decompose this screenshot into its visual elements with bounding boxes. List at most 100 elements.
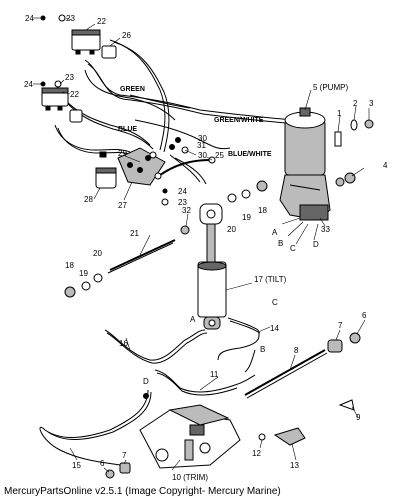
washer-29	[149, 151, 157, 159]
callout-31: 31	[197, 141, 206, 150]
nut-6-bottom	[105, 469, 115, 479]
callout-23a: 23	[66, 14, 75, 23]
trim-cylinder	[139, 404, 241, 469]
hose-b-line	[244, 349, 256, 373]
callout-16: 16	[119, 339, 128, 348]
wiring-harness	[54, 39, 298, 185]
ground-cable-25	[159, 159, 211, 176]
callout-24c: 24	[178, 187, 187, 196]
callout-9: 9	[356, 413, 361, 422]
screw-4	[335, 172, 356, 187]
screw-24-lower	[40, 81, 46, 87]
callout-20a: 20	[227, 225, 236, 234]
port-b-hose: B	[260, 345, 265, 354]
callout-11: 11	[210, 370, 219, 379]
relay-lower	[41, 87, 69, 111]
callout-6b: 6	[100, 459, 105, 468]
callout-30a: 30	[198, 134, 207, 143]
fitting-d	[143, 393, 149, 399]
wire-labels: GREEN BLUE GREEN/WHITE BLUE/WHITE	[118, 86, 272, 158]
nut-6-right	[349, 332, 361, 344]
plug-3	[364, 119, 374, 129]
callout-28: 28	[84, 195, 93, 204]
port-c-hose: C	[272, 298, 278, 307]
port-a-hose: A	[190, 315, 196, 324]
pin-32	[180, 225, 190, 235]
bracket-13	[273, 427, 306, 446]
callout-22b: 22	[70, 90, 79, 99]
circuit-breaker-28	[95, 167, 117, 189]
callout-20b: 20	[93, 249, 102, 258]
callout-10: 10 (TRIM)	[172, 473, 208, 482]
hose-14	[217, 317, 260, 361]
wire-label-blue-white: BLUE/WHITE	[228, 151, 272, 158]
screw-30b	[169, 144, 175, 150]
port-letters: A B C D A B C D	[143, 228, 319, 386]
port-d-pump: D	[313, 240, 319, 249]
washer-20-left	[93, 273, 103, 283]
callout-26: 26	[122, 31, 131, 40]
port-c-pump: C	[290, 244, 296, 253]
callout-23b: 23	[65, 73, 74, 82]
hose-11-b	[156, 372, 238, 396]
callout-23c: 23	[178, 198, 187, 207]
wire-label-green-white: GREEN/WHITE	[214, 117, 264, 124]
callout-18a: 18	[258, 206, 267, 215]
callout-12: 12	[252, 449, 261, 458]
tilt-pin-21	[107, 239, 176, 274]
relay-top	[71, 29, 101, 55]
nut-23-lower	[54, 80, 62, 88]
copyright-footer: MercuryPartsOnline v2.5.1 (Image Copyrig…	[4, 486, 281, 497]
callout-14: 14	[270, 324, 279, 333]
callout-24b: 24	[24, 80, 33, 89]
nut-18-left	[64, 286, 76, 298]
terminal-blue	[99, 151, 107, 158]
callout-24a: 24	[25, 14, 34, 23]
fitting-9	[338, 399, 355, 411]
screw-30a	[175, 137, 181, 143]
callout-15: 15	[72, 461, 81, 470]
connector-26	[101, 45, 117, 59]
callout-numbers: 24 23 22 26 24 23 22 5 (PUMP) 1 2 3 4 30…	[24, 14, 388, 482]
callout-32: 32	[182, 206, 191, 215]
leader-lines	[33, 17, 370, 473]
callout-27: 27	[118, 201, 127, 210]
callout-4: 4	[383, 161, 388, 170]
fitting-1	[334, 131, 342, 147]
callout-19a: 19	[242, 213, 251, 222]
tilt-cylinder	[197, 203, 227, 330]
callout-18b: 18	[65, 261, 74, 270]
callout-29: 29	[118, 149, 127, 158]
trim-rod-8	[244, 349, 328, 399]
callout-17: 17 (TILT)	[254, 275, 287, 284]
pump-ports	[281, 217, 319, 245]
nut-23-mid	[161, 198, 169, 206]
oring-2	[350, 119, 358, 131]
callout-21: 21	[130, 229, 139, 238]
callout-30b: 30	[198, 151, 207, 160]
port-b-pump: B	[278, 239, 283, 248]
callout-19b: 19	[79, 269, 88, 278]
washer-19-left	[81, 281, 91, 291]
connector-blue	[69, 109, 83, 123]
wire-label-blue: BLUE	[118, 126, 137, 133]
port-d-hose: D	[143, 377, 149, 386]
nut-23-top	[58, 14, 66, 22]
hose-15	[39, 389, 149, 466]
callout-1: 1	[337, 109, 342, 118]
callout-7b: 7	[122, 451, 127, 460]
screw-24-mid	[162, 188, 168, 194]
nut-18-pump	[256, 180, 268, 192]
callout-22a: 22	[97, 17, 106, 26]
hose-16	[104, 329, 206, 361]
wire-label-green: GREEN	[120, 86, 145, 93]
callout-3: 3	[369, 99, 374, 108]
port-a-pump: A	[272, 228, 278, 237]
bushing-7-bottom	[119, 462, 131, 474]
callout-13: 13	[290, 461, 299, 470]
callout-33: 33	[321, 225, 330, 234]
callout-7a: 7	[338, 321, 343, 330]
hose-16-b	[106, 332, 208, 364]
callout-2: 2	[353, 99, 358, 108]
